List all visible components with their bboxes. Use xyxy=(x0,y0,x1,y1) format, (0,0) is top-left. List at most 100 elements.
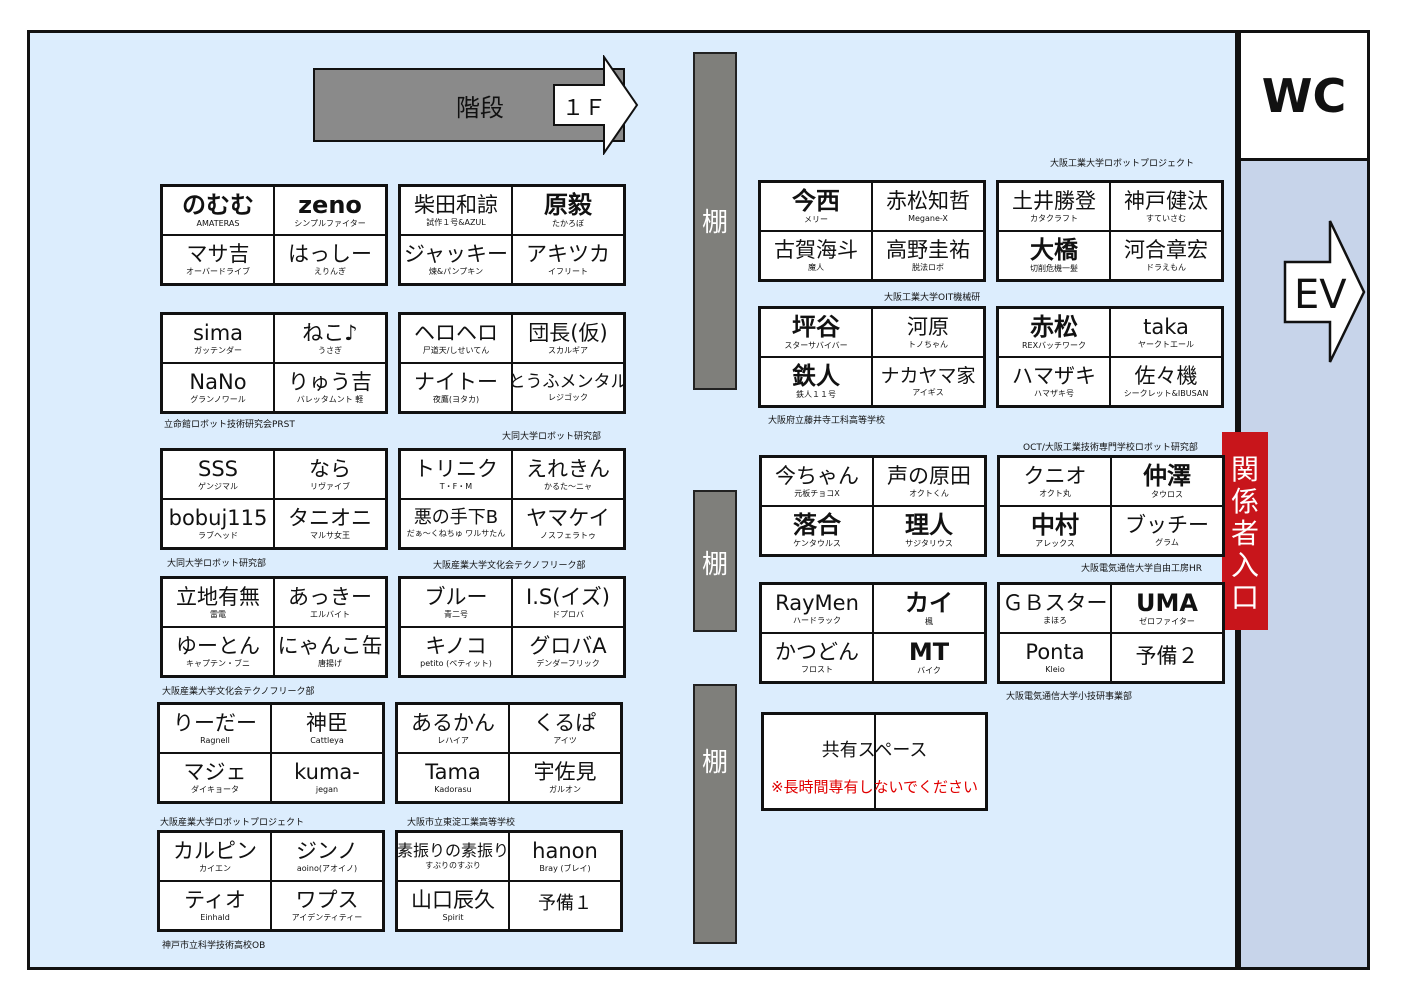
participant-name: 宇佐見 xyxy=(533,759,597,784)
robot-name: ノスフェラトゥ xyxy=(540,530,596,540)
desk-cluster: 坪谷スターサバイバー 河原トノちゃん 鉄人鉄人１１号 ナカヤマ家アイギス xyxy=(758,306,986,408)
desk: 予備２ xyxy=(1111,633,1223,682)
participant-name: はっしー xyxy=(288,241,372,266)
stairs-label: 階段 xyxy=(456,94,504,122)
participant-name: 予備２ xyxy=(1135,643,1199,668)
participant-name: UMA xyxy=(1136,589,1198,617)
robot-name: 魔人 xyxy=(808,262,824,272)
shelf-label: 棚 xyxy=(701,550,728,580)
robot-name: だぁ～くねちゅ ワルサたん xyxy=(406,529,506,538)
desk: ＧＢスターまほろ xyxy=(999,584,1111,633)
desk: ナイトー夜鷹(ヨタカ) xyxy=(400,363,512,412)
group-label: 大阪電気通信大学小技研事業部 xyxy=(1006,692,1133,702)
desk-cluster: ヘロヘロ尸道天/しせいてん 団長(仮)スカルギア ナイトー夜鷹(ヨタカ) とうふ… xyxy=(398,312,626,414)
robot-name: Bray (ブレイ) xyxy=(539,863,591,873)
robot-name: 元板チョコX xyxy=(794,488,840,498)
desk: 高野圭祐脱法ロボ xyxy=(872,231,984,280)
robot-name: 楓 xyxy=(925,617,933,626)
desk: 大橋切削危機一髪 xyxy=(998,231,1110,280)
robot-name: 雷電 xyxy=(210,609,226,619)
participant-name: 今ちゃん xyxy=(775,463,859,488)
participant-name: MT xyxy=(908,638,950,666)
robot-name: ダイキョータ xyxy=(191,784,239,794)
group-label: 大阪産業大学ロボットプロジェクト xyxy=(160,818,305,828)
robot-name: サジタリウス xyxy=(905,539,953,548)
participant-name: 山口辰久 xyxy=(411,887,495,912)
robot-name: マルサ女王 xyxy=(310,530,350,540)
desk: ハマザキハマザキ号 xyxy=(998,357,1110,406)
participant-name: くるぱ xyxy=(533,710,597,735)
robot-name: アレックス xyxy=(1035,539,1075,548)
desk: kuma-jegan xyxy=(271,753,383,802)
participant-name: アキツカ xyxy=(526,241,610,266)
desk: 予備１ xyxy=(509,881,621,930)
desk: ブッチーグラム xyxy=(1111,506,1223,555)
robot-name: アイツ xyxy=(553,735,577,745)
desk: りゅう吉バレッタムント 軽 xyxy=(274,363,386,412)
robot-name: カイエン xyxy=(199,863,231,873)
desk-cluster: 土井勝登カタクラフト 神戸健汰すていさむ 大橋切削危機一髪 河合章宏ドラえもん xyxy=(996,180,1224,282)
group-label: 大阪工業大学ロボットプロジェクト xyxy=(1050,159,1195,169)
group-label: 大同大学ロボット研究部 xyxy=(502,432,602,442)
robot-name: Spirit xyxy=(442,912,464,922)
robot-name: ヤークトエール xyxy=(1138,339,1194,349)
participant-name: SSS xyxy=(198,456,238,481)
desk: タニオニマルサ女王 xyxy=(274,499,386,548)
robot-name: たかろぼ xyxy=(552,219,584,228)
robot-name: ドラえもん xyxy=(1146,262,1186,272)
group-label: OCT/大阪工業技術専門学校ロボット研究部 xyxy=(1023,443,1198,453)
floor-label: １Ｆ xyxy=(562,96,607,121)
robot-name: ゲンジマル xyxy=(198,481,238,491)
robot-name: デンダーフリック xyxy=(536,658,600,668)
desk: 神戸健汰すていさむ xyxy=(1110,182,1222,231)
participant-name: カルピン xyxy=(173,838,257,863)
desk: I.S(イズ)ドプロバ xyxy=(512,578,624,627)
ev-label: EV xyxy=(1294,272,1347,318)
desk-cluster: 今ちゃん元板チョコX 声の原田オクトくん 落合ケンタウルス 理人サジタリウス xyxy=(759,455,987,557)
group-label: 大同大学ロボット研究部 xyxy=(167,559,267,569)
participant-name: 佐々機 xyxy=(1134,363,1198,388)
participant-name: zeno xyxy=(298,191,362,219)
participant-name: えれきん xyxy=(526,456,610,481)
robot-name: まほろ xyxy=(1043,615,1067,625)
robot-name: シンプルファイター xyxy=(294,219,366,228)
participant-name: 悪の手下B xyxy=(413,507,499,528)
robot-name: バイク xyxy=(917,666,941,675)
robot-name: すぶりのすぶり xyxy=(425,861,481,870)
robot-name: カタクラフト xyxy=(1030,213,1078,223)
robot-name: バレッタムント 軽 xyxy=(296,394,364,404)
desk: あっきーエルバイト xyxy=(274,578,386,627)
participant-name: ブルー xyxy=(424,584,488,609)
staff-entrance: 関係者入口 xyxy=(1222,432,1268,630)
robot-name: 切削危機一髪 xyxy=(1030,264,1078,273)
desk: 今西メリー xyxy=(760,182,872,231)
participant-name: 声の原田 xyxy=(887,463,971,488)
robot-name: タウロス xyxy=(1151,490,1183,499)
participant-name: ナイトー xyxy=(414,369,498,394)
robot-name: 夜鷹(ヨタカ) xyxy=(432,394,480,404)
robot-name: かるた～ニャ xyxy=(544,481,592,491)
desk-cluster: 柴田和諒試作１号&AZUL 原毅たかろぼ ジャッキー煉&パンプキン アキツカイフ… xyxy=(398,184,626,286)
desk: ならリヴァイブ xyxy=(274,450,386,499)
participant-name: 原毅 xyxy=(544,191,592,219)
desk: ゆーとんキャプテン・ブニ xyxy=(162,627,274,676)
robot-name: レジゴック xyxy=(548,392,588,402)
desk: 理人サジタリウス xyxy=(873,506,985,555)
desk: 立地有無雷電 xyxy=(162,578,274,627)
robot-name: 煉&パンプキン xyxy=(428,266,484,276)
robot-name: アイギス xyxy=(912,387,944,397)
participant-name: 団長(仮) xyxy=(528,320,608,345)
robot-name: アイデンティティー xyxy=(291,912,363,922)
robot-name: Kadorasu xyxy=(434,784,472,794)
